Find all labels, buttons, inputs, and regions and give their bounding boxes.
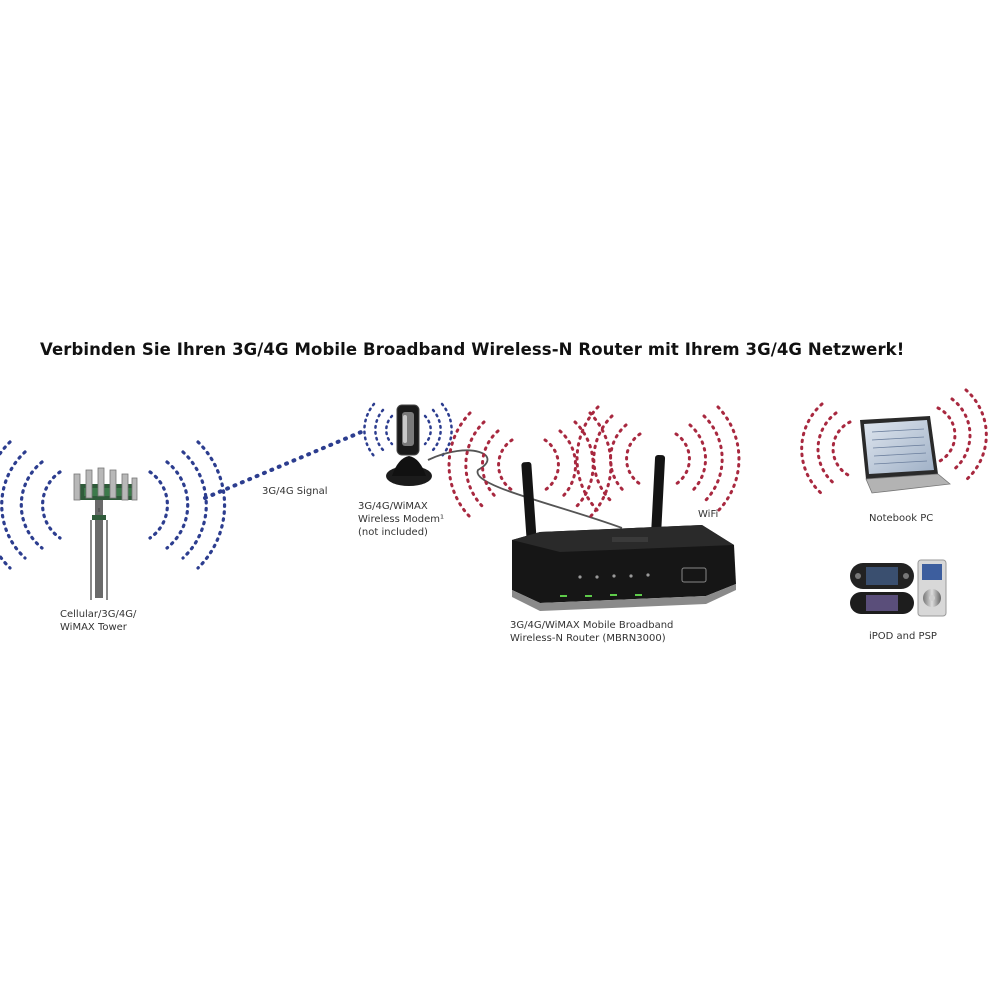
cell-tower-icon <box>73 467 138 600</box>
wifi-label: WiFi <box>698 509 719 520</box>
tower-label: Cellular/3G/4G/ WiMAX Tower <box>60 608 136 634</box>
modem-label-line-3: (not included) <box>358 527 428 538</box>
modem-signal-waves <box>363 402 453 458</box>
notebook-label: Notebook PC <box>869 513 934 524</box>
tower-label-line-1: Cellular/3G/4G/ <box>60 609 137 620</box>
signal-label: 3G/4G Signal <box>262 486 328 497</box>
psp-icon <box>850 563 914 614</box>
ipod-psp-label: iPOD and PSP <box>869 631 937 642</box>
modem-label: 3G/4G/WiMAX Wireless Modem¹ (not include… <box>358 500 444 539</box>
router-label-line-1: 3G/4G/WiMAX Mobile Broadband <box>510 620 674 631</box>
ipod-icon <box>917 559 947 617</box>
wireless-modem-icon <box>386 404 432 486</box>
router-label: 3G/4G/WiMAX Mobile Broadband Wireless-N … <box>510 619 673 645</box>
router-icon <box>512 454 736 611</box>
cellular-signal-path <box>203 428 368 500</box>
notebook-pc-icon <box>860 416 951 494</box>
tower-signal-waves <box>0 440 227 570</box>
notebook-wifi-waves <box>800 388 988 496</box>
modem-label-line-1: 3G/4G/WiMAX <box>358 501 428 512</box>
router-label-line-2: Wireless-N Router (MBRN3000) <box>510 633 666 644</box>
usb-cable <box>427 449 623 529</box>
diagram-title: Verbinden Sie Ihren 3G/4G Mobile Broadba… <box>40 340 905 359</box>
tower-label-line-2: WiMAX Tower <box>60 622 127 633</box>
modem-label-line-2: Wireless Modem¹ <box>358 514 445 525</box>
router-wifi-waves <box>447 405 741 519</box>
